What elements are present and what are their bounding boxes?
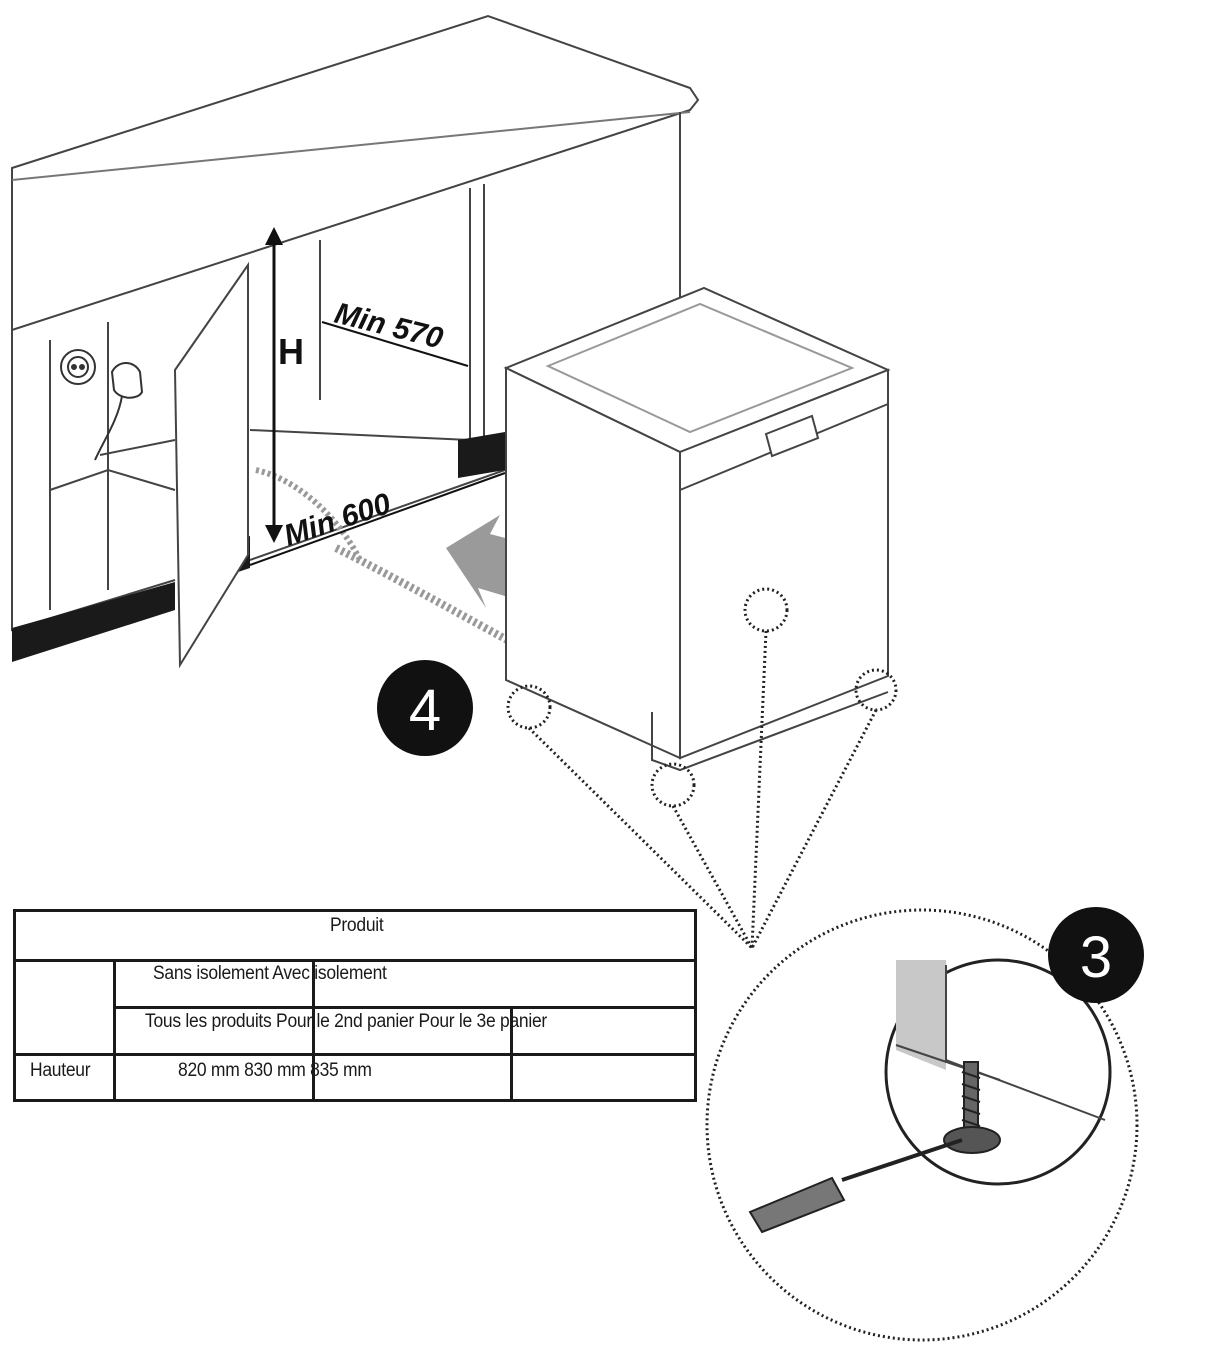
power-plug bbox=[94, 362, 144, 461]
dishwasher bbox=[503, 286, 891, 772]
height-row-label: Hauteur bbox=[30, 1060, 91, 1081]
kitchen-cabinets bbox=[11, 14, 700, 632]
zoom-detail bbox=[705, 908, 1139, 1342]
leader-lines bbox=[527, 630, 878, 950]
product-dimensions-table: Produit Sans isolement Avec isolement To… bbox=[13, 909, 697, 1102]
step-3-badge bbox=[1048, 907, 1144, 1003]
width-dimension-line bbox=[249, 472, 506, 566]
step-4-badge bbox=[377, 660, 473, 756]
table-rule bbox=[16, 1053, 694, 1056]
cabinet-door bbox=[173, 261, 249, 669]
height-label: H bbox=[278, 331, 304, 372]
plinth-right bbox=[458, 432, 505, 478]
products-row-cell: Tous les produits Pour le 2nd panier Pou… bbox=[145, 1011, 547, 1032]
step-3-number: 3 bbox=[1080, 925, 1112, 990]
table-rule bbox=[312, 959, 315, 1099]
step-4-number: 4 bbox=[409, 678, 441, 743]
table-header-cell: Produit bbox=[330, 915, 384, 936]
table-rule bbox=[113, 959, 116, 1099]
depth-dimension-line bbox=[321, 321, 469, 367]
table-rule bbox=[510, 1006, 513, 1099]
height-row-values: 820 mm 830 mm 835 mm bbox=[178, 1060, 372, 1081]
insulation-row-cell: Sans isolement Avec isolement bbox=[153, 963, 387, 984]
table-rule bbox=[113, 1006, 694, 1009]
min-depth-label: Min 570 bbox=[331, 297, 446, 356]
min-width-label: Min 600 bbox=[280, 487, 395, 552]
plinth-left bbox=[12, 582, 175, 662]
table-rule bbox=[16, 959, 694, 962]
hose-line-front bbox=[334, 544, 524, 652]
power-socket bbox=[60, 349, 96, 385]
